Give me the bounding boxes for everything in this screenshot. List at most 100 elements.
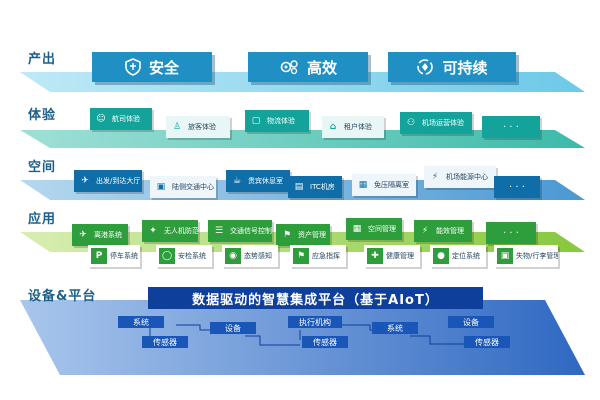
luggage-icon: ▣ bbox=[497, 248, 513, 264]
radar-icon: ◉ bbox=[225, 248, 241, 264]
space-item-vip-lounge: ☕ 贵宾休息室 bbox=[226, 170, 290, 192]
layer-label-experience: 体验 bbox=[28, 108, 57, 123]
tile-label: 空间管理 bbox=[368, 225, 396, 233]
application-item-security-check: ◯安检系统 bbox=[156, 245, 212, 267]
tile-label: 机场运营体验 bbox=[422, 119, 464, 127]
space-item-energy-center: ⚡ 机场能源中心 bbox=[424, 166, 496, 188]
tile-label: 免压隔离室 bbox=[374, 181, 409, 189]
security-icon: ◯ bbox=[159, 248, 175, 264]
parking-icon: P bbox=[91, 248, 107, 264]
application-item-energy: ⚡能效管理 bbox=[414, 220, 472, 242]
layer-label-application: 应用 bbox=[28, 212, 57, 227]
application-item-drone-defense: ✦无人机防范 bbox=[142, 220, 198, 242]
space-icon: ▦ bbox=[349, 221, 365, 237]
layer-label-space: 空间 bbox=[28, 160, 57, 175]
platform-node-device: 设备 bbox=[210, 322, 256, 334]
application-item-space: ▦空间管理 bbox=[346, 218, 402, 240]
platform-node-sensor: 传感器 bbox=[142, 336, 188, 348]
tile-label: · · · bbox=[509, 181, 525, 193]
tile-label: 应急指挥 bbox=[312, 252, 340, 260]
cycle-icon bbox=[416, 58, 434, 76]
tile-label: 机场能源中心 bbox=[446, 173, 488, 181]
drone-icon: ✦ bbox=[145, 223, 161, 239]
tile-label: 态势感知 bbox=[244, 252, 272, 260]
output-item-sustainability: 可持续 bbox=[388, 52, 516, 82]
tile-label: 贵宾休息室 bbox=[248, 177, 283, 185]
tile-label: 陆侧交通中心 bbox=[172, 183, 214, 191]
application-item-asset: ⚑资产管理 bbox=[276, 224, 330, 246]
experience-item-airport-ops: ⚇ 机场运营体验 bbox=[400, 112, 472, 134]
tile-label: 租户体验 bbox=[344, 123, 372, 131]
tile-label: 出发/到达大厅 bbox=[96, 177, 141, 185]
tile-label: 交通信号控制 bbox=[230, 227, 272, 235]
tile-label: 安检系统 bbox=[178, 252, 206, 260]
tile-label: 航司体验 bbox=[112, 115, 140, 123]
health-icon: ✚ bbox=[367, 248, 383, 264]
tile-label: 能效管理 bbox=[436, 227, 464, 235]
pilot-icon: ☺ bbox=[96, 114, 106, 124]
bus-icon: ▣ bbox=[156, 182, 166, 192]
tile-label: · · · bbox=[503, 121, 519, 133]
output-item-label: 安全 bbox=[148, 58, 179, 77]
tile-label: 停车系统 bbox=[110, 252, 138, 260]
tile-label: 资产管理 bbox=[298, 231, 326, 239]
experience-item-more: · · · bbox=[482, 116, 540, 138]
application-item-emergency: ⚑应急指挥 bbox=[290, 245, 346, 267]
space-item-departure-hall: ✈出发/到达大厅 bbox=[74, 170, 142, 192]
layer-label-platform: 设备&平台 bbox=[28, 289, 97, 304]
flag-icon: ⚑ bbox=[293, 248, 309, 264]
tile-label: 健康管理 bbox=[386, 252, 414, 260]
layer-label-output: 产出 bbox=[28, 52, 57, 67]
output-item-safety: 安全 bbox=[92, 52, 212, 82]
room-icon: ▦ bbox=[358, 180, 368, 190]
tile-label: 旅客体验 bbox=[188, 123, 216, 131]
gears-icon bbox=[279, 58, 299, 76]
space-item-itc-room: ▤ITC机房 bbox=[288, 176, 342, 198]
tile-label: 无人机防范 bbox=[164, 227, 198, 235]
application-item-luggage: ▣失物/行李管理 bbox=[494, 245, 558, 267]
box-icon: ▢ bbox=[251, 116, 261, 126]
energy-icon: ⚡ bbox=[431, 172, 439, 182]
team-icon: ⚇ bbox=[406, 118, 416, 128]
tile-label: 离港系统 bbox=[94, 231, 122, 239]
application-item-health: ✚健康管理 bbox=[364, 245, 420, 267]
tile-label: ITC机房 bbox=[310, 183, 335, 191]
output-item-label: 高效 bbox=[306, 58, 337, 77]
shop-icon: ⌂ bbox=[329, 122, 337, 132]
application-item-more: · · · bbox=[486, 222, 536, 244]
platform-node-actuator: 执行机构 bbox=[288, 316, 342, 328]
lounge-icon: ☕ bbox=[232, 176, 242, 186]
platform-node-sensor-2: 传感器 bbox=[302, 336, 348, 348]
signal-icon: ☰ bbox=[211, 223, 227, 239]
experience-layer-plane bbox=[20, 130, 585, 148]
application-item-traffic-signal: ☰交通信号控制 bbox=[208, 220, 272, 242]
platform-title: 数据驱动的智慧集成平台（基于AIoT） bbox=[148, 287, 483, 309]
experience-item-traveler: ♙ 旅客体验 bbox=[166, 116, 230, 138]
traveler-icon: ♙ bbox=[172, 122, 182, 132]
space-item-isolation-room: ▦ 免压隔离室 bbox=[352, 174, 416, 196]
experience-item-airline: ☺ 航司体验 bbox=[90, 108, 152, 130]
tile-label: 定位系统 bbox=[452, 252, 480, 260]
energy-icon: ⚡ bbox=[417, 223, 433, 239]
experience-item-tenant: ⌂ 租户体验 bbox=[322, 116, 384, 138]
tile-label: 失物/行李管理 bbox=[516, 252, 558, 260]
space-item-more: · · · bbox=[494, 176, 540, 198]
asset-icon: ⚑ bbox=[279, 227, 295, 243]
tile-label: · · · bbox=[503, 227, 519, 239]
tile-label: 物流体验 bbox=[267, 117, 295, 125]
platform-node-sensor-3: 传感器 bbox=[464, 336, 510, 348]
space-item-landside: ▣ 陆侧交通中心 bbox=[150, 176, 216, 198]
output-item-label: 可持续 bbox=[442, 58, 488, 77]
platform-node-system: 系统 bbox=[118, 316, 164, 328]
platform-node-device-2: 设备 bbox=[448, 316, 494, 328]
location-icon: ● bbox=[433, 248, 449, 264]
plane-icon: ✈ bbox=[75, 227, 91, 243]
application-item-situation: ◉态势感知 bbox=[222, 245, 278, 267]
shield-icon bbox=[125, 58, 141, 76]
application-item-departure: ✈离港系统 bbox=[72, 224, 128, 246]
experience-item-logistics: ▢ 物流体验 bbox=[245, 110, 309, 132]
application-item-location: ●定位系统 bbox=[430, 245, 486, 267]
output-item-efficiency: 高效 bbox=[248, 52, 368, 82]
